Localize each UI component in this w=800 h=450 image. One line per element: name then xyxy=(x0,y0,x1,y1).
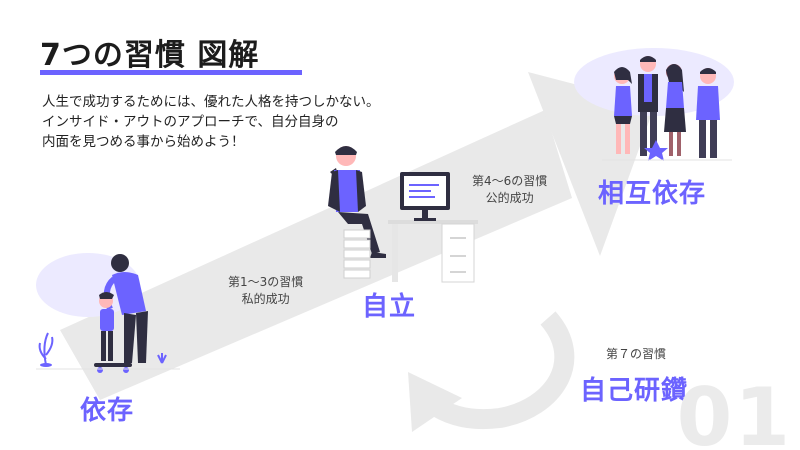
dependence-label: 依存 xyxy=(80,396,135,426)
group-illustration xyxy=(574,48,734,161)
renewal-curve-arrow xyxy=(426,311,575,430)
independence-area: 私的成功 xyxy=(241,292,290,306)
star-shape xyxy=(644,140,668,161)
description-line: 人生で成功するためには、優れた人格を持つしかない。 xyxy=(42,94,380,110)
interdependence-area: 公的成功 xyxy=(485,191,534,205)
page-title: 7つの習慣 図解 xyxy=(40,38,260,73)
parent-child-illustration xyxy=(36,253,180,373)
description-text: 人生で成功するためには、優れた人格を持つしかない。 インサイド・アウトのアプロー… xyxy=(42,92,380,152)
independence-habits: 第1〜3の習慣 xyxy=(228,275,304,289)
interdependence-label: 相互依存 xyxy=(598,179,707,209)
renewal-label: 自己研鑽 xyxy=(580,376,689,406)
interdependence-habits: 第4〜6の習慣 xyxy=(472,174,548,188)
renewal-curve-arrow-head xyxy=(408,372,462,432)
independence-caption: 第1〜3の習慣 私的成功 xyxy=(228,274,303,308)
description-line: インサイド・アウトのアプローチで、自分自身の xyxy=(42,114,339,130)
renewal-habits: 第７の習慣 xyxy=(606,347,667,361)
title-underline xyxy=(40,70,302,75)
description-line: 内面を見つめる事から始めよう！ xyxy=(42,134,245,150)
slide-number: 01 xyxy=(676,371,792,450)
desk-person-illustration xyxy=(328,146,478,283)
independence-label: 自立 xyxy=(362,292,417,322)
interdependence-caption: 第4〜6の習慣 公的成功 xyxy=(472,173,547,207)
